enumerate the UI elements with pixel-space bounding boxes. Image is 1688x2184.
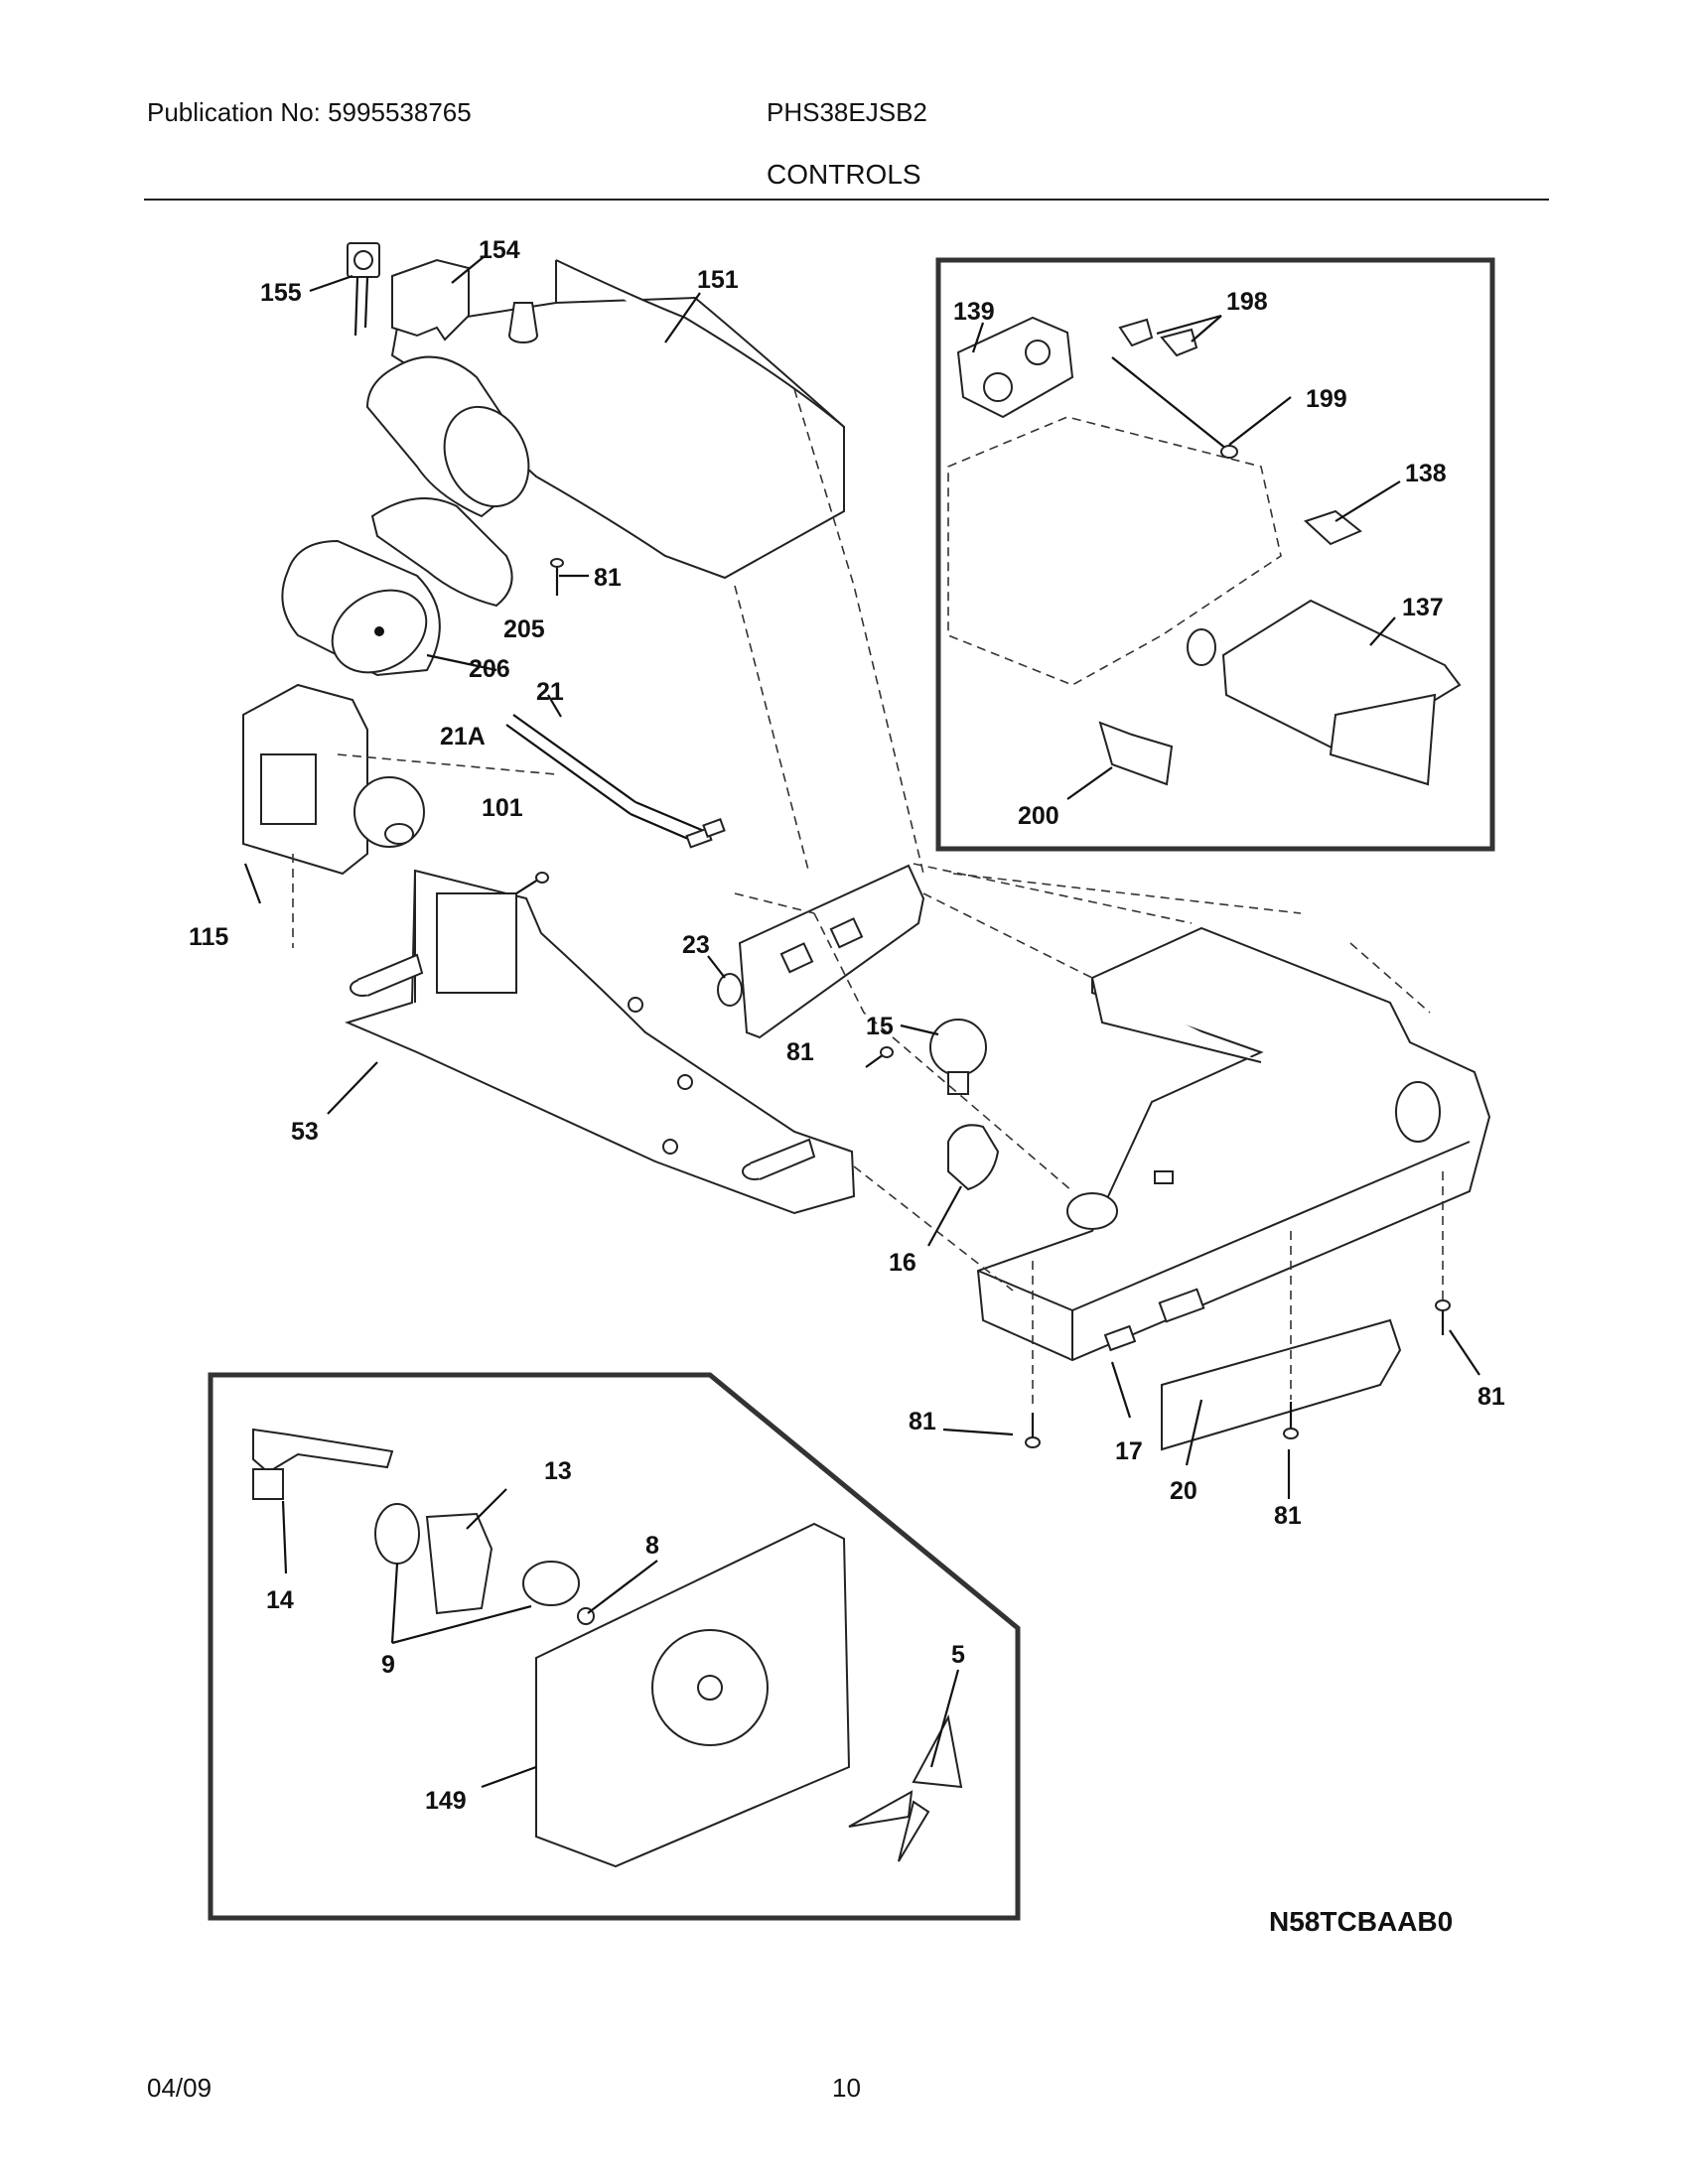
callout-20: 20 (1170, 1477, 1197, 1505)
shroud-149-part (535, 1522, 851, 1868)
dispenser-housing-part (976, 926, 1491, 1362)
callout-198: 198 (1226, 288, 1268, 316)
screw-81-part (550, 558, 1451, 1448)
footer-date: 04/09 (147, 2073, 212, 2103)
wire-harness-part (505, 714, 726, 849)
assembly-guidelines (292, 388, 1444, 1410)
page-number: 10 (832, 2073, 861, 2103)
fan-blade-5-part (848, 1714, 963, 1862)
callout-23: 23 (682, 931, 710, 959)
solenoid-139-part (956, 316, 1074, 419)
callout-206: 206 (469, 655, 510, 683)
callout-21a: 21A (440, 723, 486, 751)
callout-149: 149 (425, 1787, 467, 1815)
duct-housing-part (390, 259, 845, 580)
callout-205: 205 (503, 615, 545, 643)
callout-14: 14 (266, 1586, 294, 1614)
callout-8: 8 (645, 1532, 659, 1560)
callout-15: 15 (866, 1013, 894, 1040)
callout-13: 13 (544, 1457, 572, 1485)
detail-inset-upper (935, 257, 1495, 852)
callout-151: 151 (697, 266, 739, 294)
callout-81: 81 (786, 1038, 814, 1066)
cover-part (391, 258, 470, 341)
section-title: CONTROLS (767, 159, 921, 190)
callout-155: 155 (260, 279, 302, 307)
publication-number: Publication No: 5995538765 (147, 97, 472, 127)
callout-17: 17 (1115, 1437, 1143, 1465)
bracket-14-part (252, 1428, 394, 1500)
clip-138-part (1304, 509, 1362, 546)
wire-199-part (1111, 356, 1238, 459)
callout-115: 115 (189, 923, 228, 951)
callout-101: 101 (482, 794, 523, 822)
callout-81: 81 (594, 564, 622, 592)
motor-13-part (374, 1503, 580, 1615)
clip-198-part (1118, 318, 1198, 357)
callout-21: 21 (536, 678, 564, 706)
ghost-frame-upper (947, 416, 1282, 686)
diagram-code: N58TCBAAB0 (1269, 1906, 1453, 1937)
actuator-200-part (1098, 721, 1174, 786)
bracket-arm-part (345, 869, 856, 1215)
damper-housing-part (365, 355, 530, 608)
leader-lines (243, 255, 1480, 1789)
callout-200: 200 (1018, 802, 1059, 830)
light-socket-part (947, 1124, 1000, 1191)
screw-101-part (515, 872, 549, 894)
detail-inset-lower (208, 1372, 1021, 1921)
callout-81: 81 (1274, 1502, 1302, 1530)
model-number: PHS38EJSB2 (767, 97, 927, 127)
thermistor-part (347, 242, 380, 337)
ice-chute-137-part (1187, 599, 1462, 786)
light-bulb-part (929, 1019, 987, 1095)
callout-154: 154 (479, 236, 520, 264)
control-board-part (717, 864, 925, 1039)
callout-9: 9 (381, 1651, 395, 1679)
motor-box-part (242, 683, 425, 876)
callout-138: 138 (1405, 460, 1447, 487)
callout-81: 81 (909, 1408, 936, 1435)
trim-strip-part (1161, 1318, 1402, 1451)
header-rule (144, 199, 1549, 201)
callout-139: 139 (953, 298, 995, 326)
callout-137: 137 (1402, 594, 1444, 621)
callout-53: 53 (291, 1118, 319, 1146)
callout-16: 16 (889, 1249, 916, 1277)
callout-5: 5 (951, 1641, 965, 1669)
callout-199: 199 (1306, 385, 1347, 413)
callout-81: 81 (1477, 1383, 1505, 1411)
fan-wheel-part (281, 539, 441, 677)
